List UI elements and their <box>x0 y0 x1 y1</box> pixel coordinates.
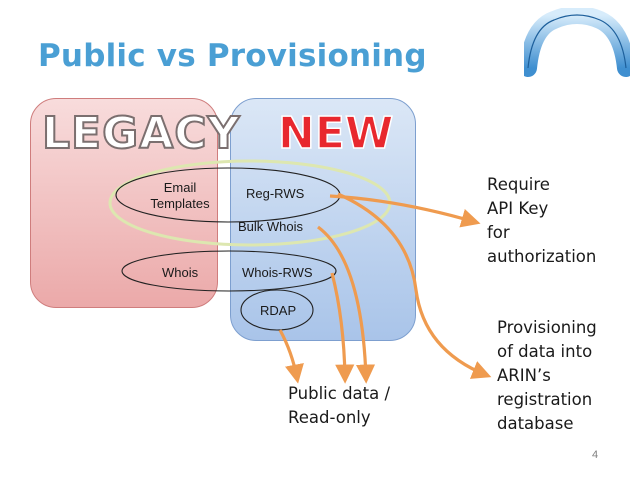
reg-rws-label: Reg-RWS <box>246 186 305 201</box>
new-title: NEW <box>277 108 394 159</box>
arin-33-logo <box>524 8 630 77</box>
slide-title: Public vs Provisioning <box>38 38 427 74</box>
arrow-rdap-to-public <box>278 329 304 384</box>
new-box <box>230 98 416 341</box>
legacy-box <box>30 98 218 308</box>
whois-label: Whois <box>162 265 199 280</box>
email-templates-label: Email Templates <box>150 180 210 212</box>
provisioning-note: Provisioning of data into ARIN’s registr… <box>497 318 597 433</box>
arrow-reg-to-provisioning <box>337 192 492 379</box>
arrow-whois-rws-to-public <box>330 272 355 384</box>
arrow-bulk-whois-to-public <box>317 225 376 384</box>
public-data-note: Public data / Read-only <box>288 384 391 427</box>
page-number: 4 <box>592 449 599 461</box>
whois-rws-label: Whois-RWS <box>242 265 313 280</box>
api-key-note: Require API Key for authorization <box>487 175 597 266</box>
legacy-title: LEGACY <box>41 108 241 159</box>
rdap-label: RDAP <box>260 303 297 318</box>
rdap-ellipse <box>240 289 314 331</box>
whois-ellipse <box>121 250 337 292</box>
bulk-whois-label: Bulk Whois <box>238 219 304 234</box>
